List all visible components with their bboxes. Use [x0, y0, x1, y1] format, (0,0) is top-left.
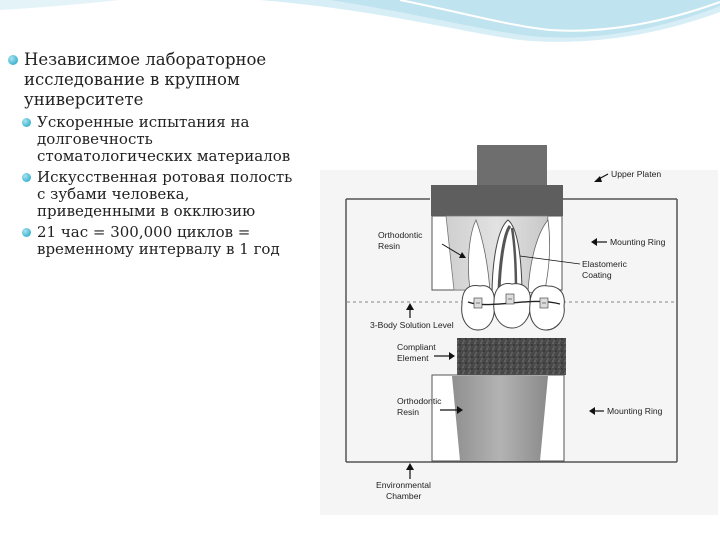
bullet-dot-icon — [22, 228, 31, 237]
label-environmental-chamber: Environmental — [376, 480, 431, 490]
label-upper-platen: Upper Platen — [611, 169, 661, 179]
label-orthodontic-resin-bottom: Orthodontic — [397, 396, 442, 406]
sub-bullet-accelerated-tests: Ускоренные испытания на долговечность ст… — [22, 114, 353, 165]
bullet-dot-icon — [8, 55, 18, 65]
label-orthodontic-resin-top-2: Resin — [378, 241, 400, 251]
environmental-chamber — [345, 198, 678, 463]
label-mounting-ring-bottom: Mounting Ring — [607, 406, 663, 416]
label-elastomeric-coating-2: Coating — [582, 270, 612, 280]
upper-teeth — [468, 218, 551, 299]
upper-platen — [431, 145, 563, 216]
sub-bullet-artificial-mouth: Искусственная ротовая полость с зубами ч… — [22, 169, 353, 220]
bullet-dot-icon — [22, 118, 31, 127]
label-compliant-element: Compliant — [397, 342, 436, 352]
label-solution-level: 3-Body Solution Level — [370, 320, 454, 330]
sub-bullet-text: 21 час = 300,000 циклов = временному инт… — [37, 223, 280, 258]
diagram-pointers — [406, 173, 609, 479]
label-compliant-element-2: Element — [397, 353, 429, 363]
sub-bullet-cycles: 21 час = 300,000 циклов = временному инт… — [22, 224, 353, 258]
bullet-main-text: Независимое лабораторное исследование в … — [24, 50, 267, 109]
header-swoosh — [0, 0, 720, 42]
bullet-list: Независимое лабораторное исследование в … — [8, 50, 353, 262]
compliant-element — [457, 338, 566, 375]
bullet-dot-icon — [22, 173, 31, 182]
label-elastomeric-coating: Elastomeric — [582, 259, 628, 269]
sub-bullet-text: Искусственная ротовая полость с зубами ч… — [37, 168, 293, 220]
sub-bullet-text: Ускоренные испытания на долговечность ст… — [37, 113, 291, 165]
label-environmental-chamber-2: Chamber — [386, 491, 421, 501]
bullet-main: Независимое лабораторное исследование в … — [8, 50, 353, 110]
lower-mounting-ring — [431, 374, 565, 462]
occluding-crowns — [461, 283, 565, 331]
label-mounting-ring-top: Mounting Ring — [610, 237, 666, 247]
label-orthodontic-resin-bottom-2: Resin — [397, 407, 419, 417]
label-orthodontic-resin-top: Orthodontic — [378, 230, 423, 240]
